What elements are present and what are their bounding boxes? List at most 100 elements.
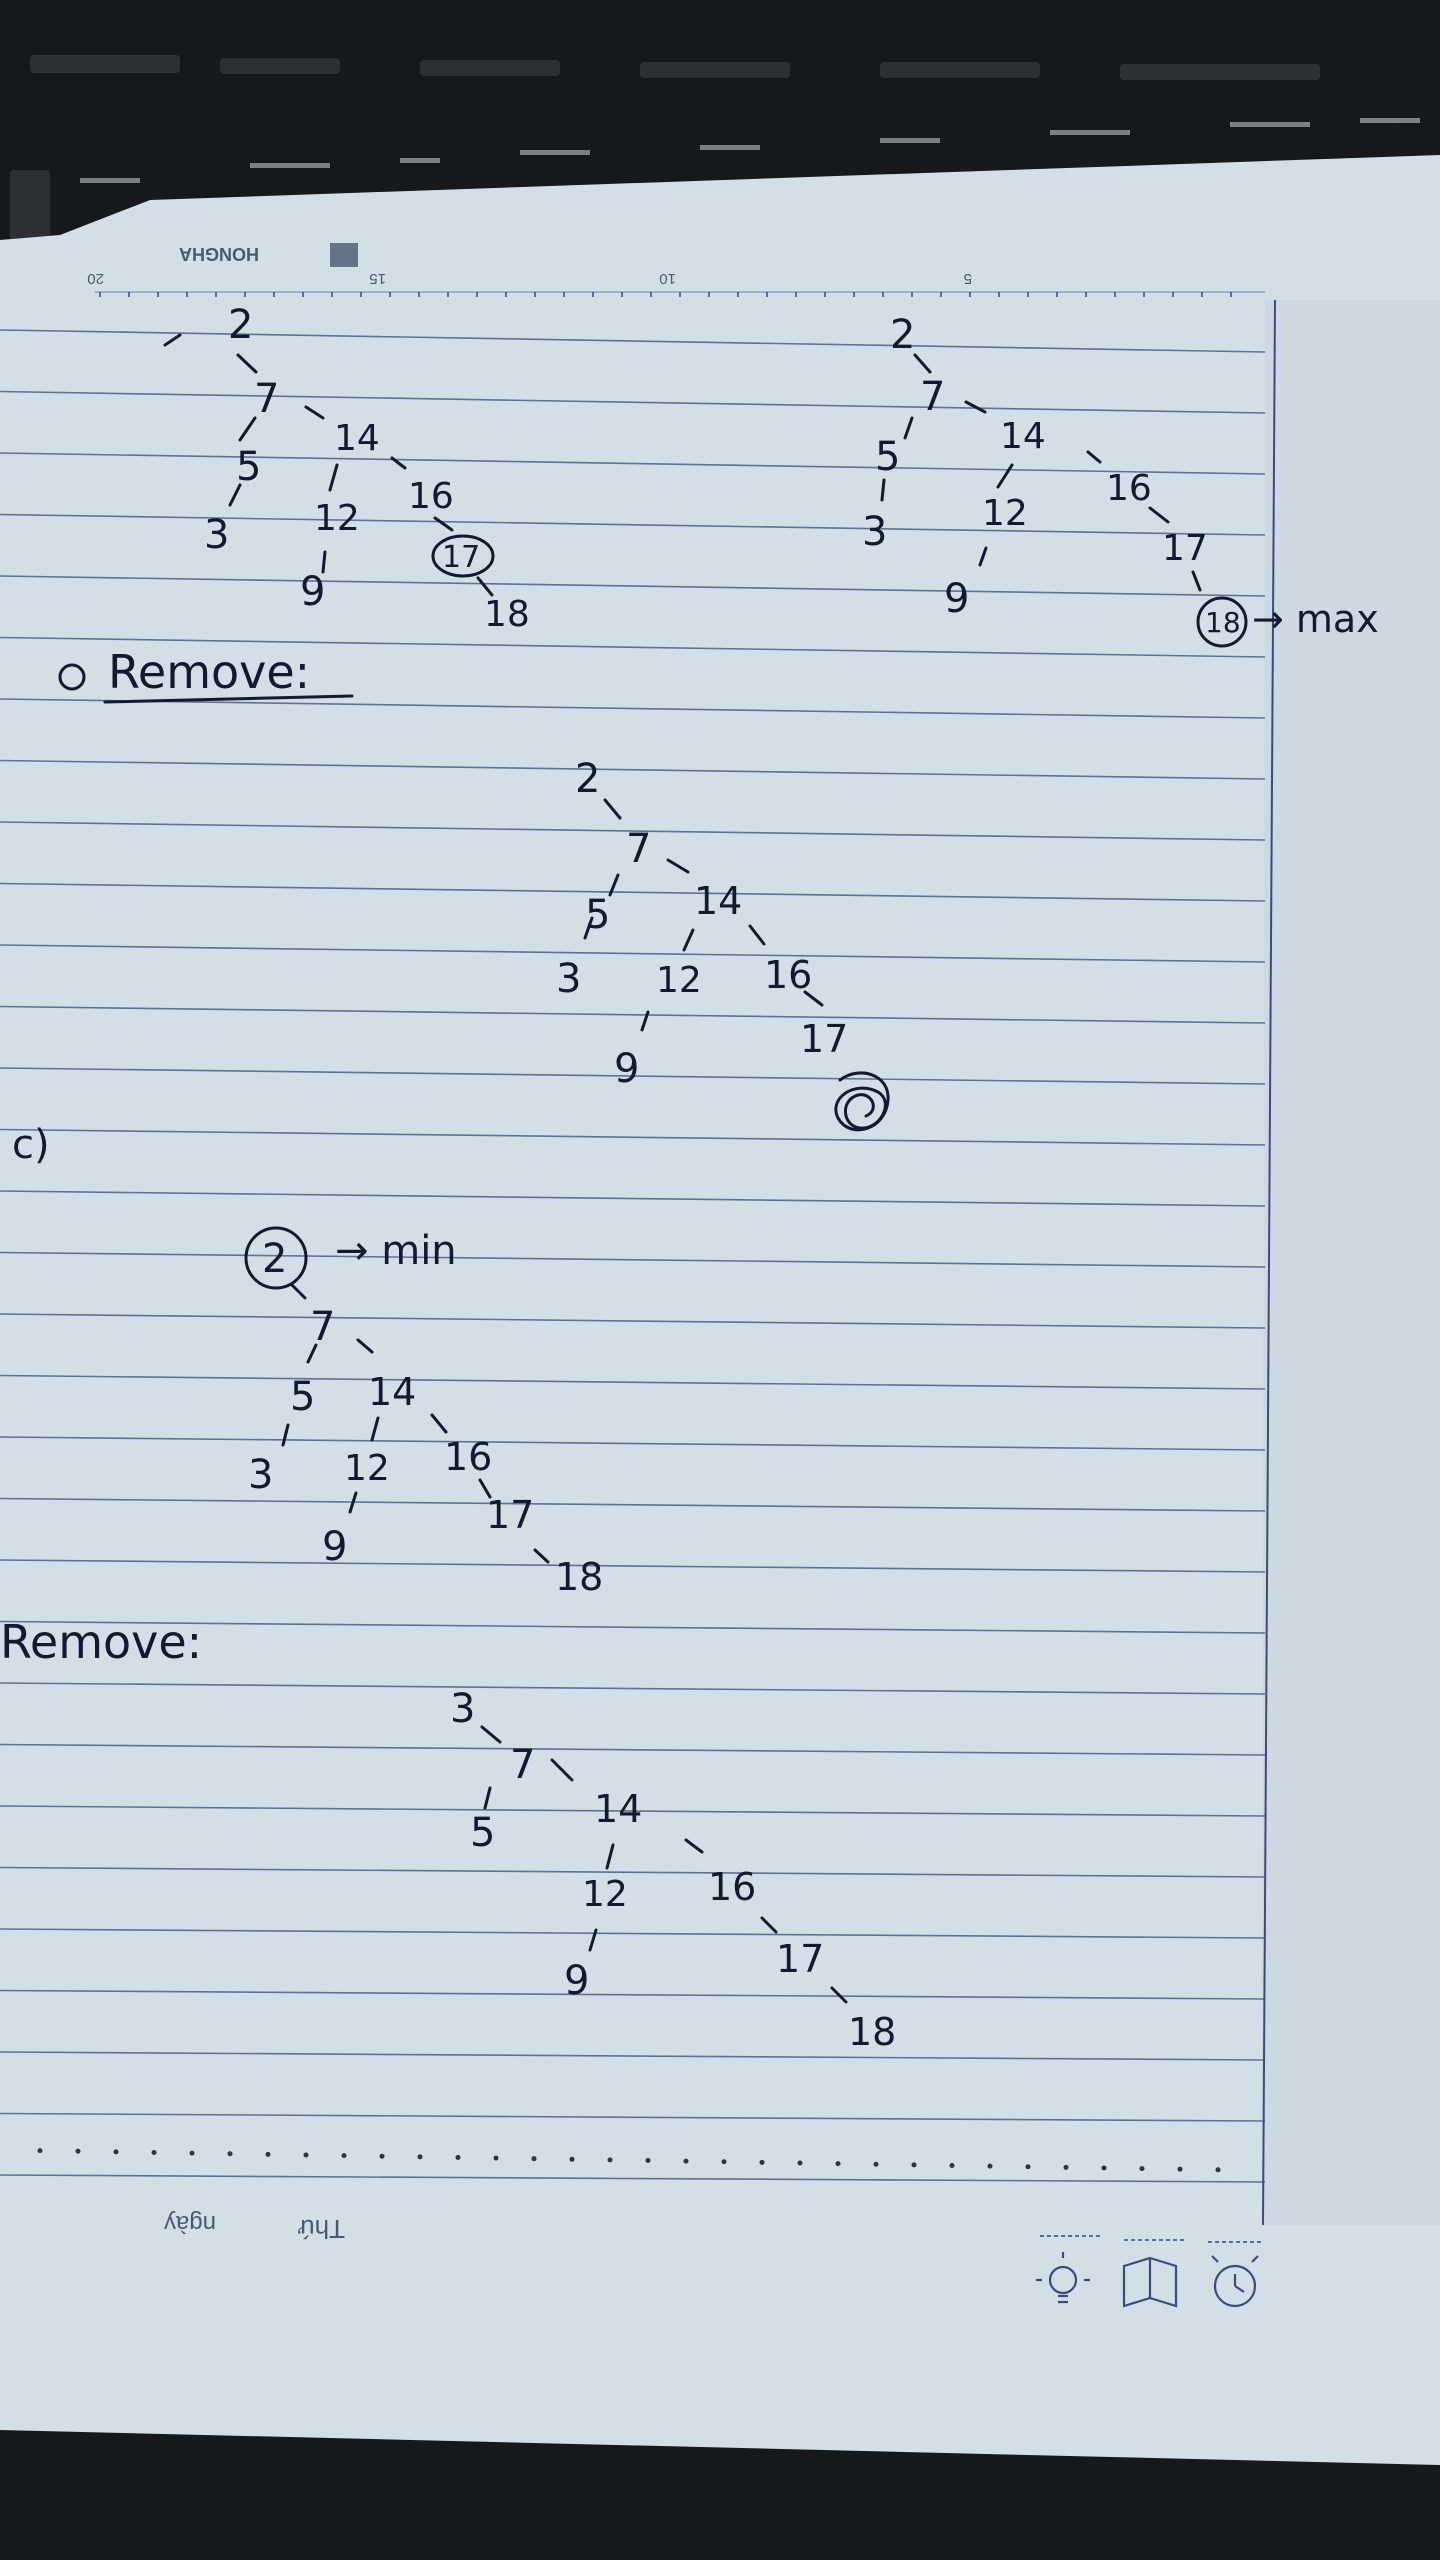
ruled-line (0, 513, 1266, 536)
dot (1063, 2164, 1069, 2170)
tree-top-right: 2 7 5 14 3 12 16 9 17 18 (862, 312, 1241, 639)
node-14: 14 (334, 418, 380, 459)
ruled-line (0, 1190, 1266, 1207)
max-label: → max (1252, 597, 1379, 641)
tree-top-left: 2 7 5 14 3 12 16 9 17 18 (204, 302, 530, 635)
tree-bottom: 3 7 5 14 12 16 9 17 18 (450, 1686, 896, 2054)
node-3: 3 (248, 1452, 273, 1498)
ruled-line (0, 1805, 1266, 1817)
remove-label-2: Remove: (0, 1615, 202, 1669)
dot (1101, 2165, 1107, 2171)
node-17: 17 (442, 540, 480, 575)
ruled-line (0, 452, 1266, 475)
footer-date-label: ngày (164, 2210, 216, 2237)
tree-c-edges (281, 1283, 550, 1564)
dot (75, 2148, 81, 2154)
node-7: 7 (626, 826, 651, 872)
lightbulb-icon (1036, 2252, 1090, 2304)
node-16: 16 (1106, 468, 1152, 509)
dot (303, 2152, 309, 2158)
ruled-line (0, 1005, 1266, 1024)
ruled-line (0, 1928, 1266, 1939)
dot (455, 2154, 461, 2160)
node-3: 3 (556, 956, 581, 1002)
svg-text:HONGHA: HONGHA (179, 244, 259, 264)
remove-label-1: Remove: (108, 645, 310, 699)
ruled-line (0, 1866, 1266, 1878)
node-2: 2 (262, 1236, 287, 1282)
ruled-line (0, 1067, 1266, 1085)
ruled-line (0, 329, 1266, 353)
ruled-line (0, 1559, 1266, 1573)
book-icon (1122, 2256, 1178, 2308)
dot (987, 2163, 993, 2169)
circle-2-min (244, 1226, 308, 1290)
dot (911, 2162, 917, 2168)
dot (873, 2161, 879, 2167)
ruled-line (0, 1313, 1266, 1329)
node-18: 18 (484, 594, 530, 635)
node-12: 12 (656, 960, 702, 1001)
dot (1177, 2166, 1183, 2172)
node-14: 14 (594, 1787, 642, 1831)
dot (531, 2156, 537, 2162)
node-7: 7 (254, 376, 279, 422)
node-17: 17 (486, 1493, 534, 1537)
ruled-line (0, 882, 1266, 902)
node-16: 16 (408, 476, 454, 517)
ruled-line (0, 2174, 1266, 2183)
clock-icon (1211, 2255, 1259, 2308)
ruled-line (0, 1743, 1266, 1756)
node-16: 16 (764, 953, 812, 997)
dot (721, 2159, 727, 2165)
node-12: 12 (982, 493, 1028, 534)
node-2: 2 (228, 302, 253, 348)
dot (113, 2149, 119, 2155)
node-9: 9 (300, 569, 325, 615)
ruled-line (0, 575, 1266, 597)
node-16: 16 (708, 1865, 756, 1909)
ruled-line (0, 821, 1266, 841)
node-5: 5 (290, 1374, 315, 1420)
dot (379, 2153, 385, 2159)
ruled-line (0, 2112, 1266, 2122)
node-9: 9 (944, 576, 969, 622)
node-9: 9 (564, 1958, 589, 2004)
ruled-line (0, 2051, 1266, 2061)
node-12: 12 (582, 1874, 628, 1915)
node-7: 7 (920, 374, 945, 420)
dot (189, 2150, 195, 2156)
scribbled-node (834, 1071, 890, 1132)
remove-underline (103, 694, 354, 704)
node-12: 12 (344, 1448, 390, 1489)
dot (645, 2158, 651, 2164)
dotted-line (37, 2148, 1221, 2173)
ruler-number-20: 20 (87, 270, 104, 287)
node-12: 12 (314, 498, 360, 539)
notebook-page (0, 155, 1440, 2465)
node-5: 5 (470, 1810, 495, 1856)
circle-18-max (1196, 596, 1248, 648)
node-5: 5 (875, 434, 900, 480)
node-3: 3 (450, 1686, 475, 1732)
ruled-line (0, 1374, 1266, 1390)
margin-line (1262, 299, 1276, 2226)
ruled-line (0, 1989, 1266, 2000)
ruled-line (0, 1436, 1266, 1451)
node-18: 18 (1205, 606, 1241, 639)
dot (1025, 2164, 1031, 2170)
node-14: 14 (1000, 416, 1046, 457)
node-2: 2 (575, 756, 600, 802)
ruled-line (0, 1497, 1266, 1512)
dot (759, 2159, 765, 2165)
dot (1215, 2167, 1221, 2173)
hongha-logo: HONGHA (179, 243, 358, 267)
dot (835, 2161, 841, 2167)
dot (949, 2162, 955, 2168)
dot (797, 2160, 803, 2166)
node-3: 3 (204, 512, 229, 558)
node-18: 18 (848, 2010, 896, 2054)
ruler-ticks (99, 292, 1232, 297)
dot (227, 2151, 233, 2157)
node-7: 7 (310, 1304, 335, 1350)
